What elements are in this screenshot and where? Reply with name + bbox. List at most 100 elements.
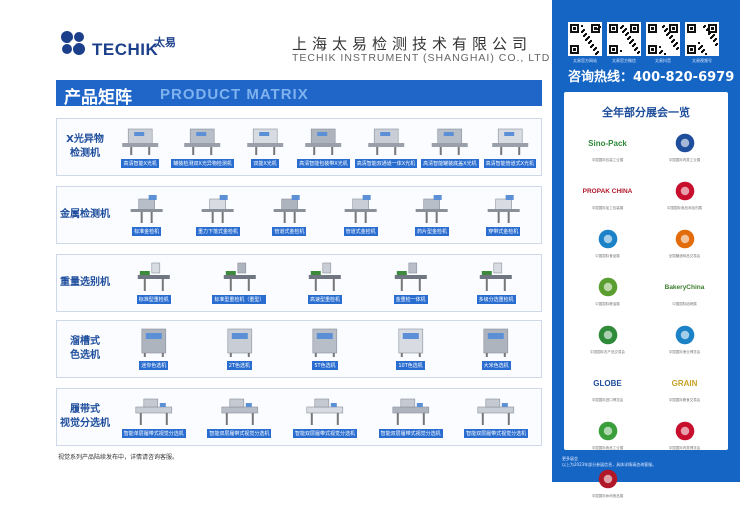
machine-item: 罐装检测双X光异物检测机 xyxy=(171,123,234,173)
qr-caption: 太易官方微信 xyxy=(612,58,636,63)
machine-caption: 穿带式金检机 xyxy=(486,227,521,236)
category-label: 重量选别机 xyxy=(60,277,110,288)
machine-image xyxy=(455,259,537,293)
category-row: 重量选别机 标准型重检机 标准型重检机（重型） 高速型重检机 金重检一体 xyxy=(56,254,542,312)
machine-caption: 多级分选重检机 xyxy=(476,295,516,304)
machine-item: 管道式金检机 xyxy=(256,191,323,241)
machine-caption: 智能双层履带式视觉分选机 xyxy=(464,429,529,438)
exhibition-caption: 中国国际包装工业展 xyxy=(591,158,624,162)
machine-image xyxy=(483,123,537,157)
machine-image xyxy=(370,393,452,427)
qr-caption: 太易官方网站 xyxy=(573,58,597,63)
exhibition-caption: 中国国际食品展 xyxy=(595,254,620,258)
brand-en: TECHIK xyxy=(92,40,159,59)
exhibition-logo-mark: GRAIN xyxy=(671,378,698,388)
machine-caption: 管道式金检机 xyxy=(272,227,307,236)
qr-code-icon xyxy=(685,22,719,56)
exhibition-caption: 中国国际肉类博览会 xyxy=(668,446,701,450)
machine-item: 重力下落式金检机 xyxy=(184,191,251,241)
section-banner: 产品矩阵 PRODUCT MATRIX xyxy=(56,80,542,108)
machine-item: 双能X光机 xyxy=(238,123,292,173)
machine-image xyxy=(370,259,452,293)
machine-item: 标准型重检机（重型） xyxy=(199,259,281,309)
footnote: 视觉系列产品陆续发布中，详情请咨询客服。 xyxy=(58,454,179,461)
machine-item: 标准金检机 xyxy=(113,191,180,241)
machine-item: 穿带式金检机 xyxy=(470,191,537,241)
exhibition-caption: 中国国际进口博览会 xyxy=(591,398,624,402)
exhibition-logo: 中国国际农产品交易会 xyxy=(574,322,641,364)
machine-image xyxy=(455,325,537,359)
machine-image xyxy=(256,191,323,225)
category-row: X光异物 检测机 高清智能X光机 罐装检测双X光异物检测机 双能X光机 xyxy=(56,118,542,176)
exhibition-logo-mark xyxy=(597,226,619,252)
machine-caption: 标准金检机 xyxy=(132,227,162,236)
exhibition-caption: 中国国际休闲食品展 xyxy=(591,494,624,498)
exhibition-logo-mark xyxy=(597,418,619,444)
exhibition-caption: 中国国际肉类工业展 xyxy=(668,158,701,162)
machine-item: 智能双层履带式视觉分选机 xyxy=(199,393,281,443)
exhibition-logo-mark xyxy=(674,418,696,444)
category-label: 溜槽式 色选机 xyxy=(70,336,100,361)
machine-caption: 迷你色选机 xyxy=(139,361,169,370)
exhibition-logo: 中国国际粮油展 xyxy=(574,274,641,316)
exhibition-logo-mark xyxy=(674,178,696,204)
machine-image xyxy=(113,325,195,359)
machine-image xyxy=(199,325,281,359)
machine-list: 高清智能X光机 罐装检测双X光异物检测机 双能X光机 高清智能包装带X光机 xyxy=(113,123,537,173)
machine-item: 管道式金检机 xyxy=(327,191,394,241)
hotline: 咨询热线：400-820-6979 xyxy=(568,70,735,85)
machine-image xyxy=(184,191,251,225)
machine-image xyxy=(113,259,195,293)
machine-image xyxy=(455,393,537,427)
brand-cn: 太易 xyxy=(154,36,176,49)
machine-caption: 5T色选机 xyxy=(312,361,338,370)
qr-code-row: 太易官方网站 太易官方微信 太易抖音 太易视频号 xyxy=(568,22,719,64)
qr-code-icon xyxy=(646,22,680,56)
machine-image xyxy=(238,123,292,157)
machine-item: 高清智能双通道一体X光机 xyxy=(354,123,418,173)
machine-caption: 高清智能双通道一体X光机 xyxy=(354,159,418,168)
machine-caption: 金重检一体机 xyxy=(393,295,428,304)
machine-caption: 高清智能罐装底盖X光机 xyxy=(421,159,479,168)
machine-image xyxy=(284,259,366,293)
product-matrix-page: 太易 TECHIK 上海太易检测技术有限公司 TECHIK INSTRUMENT… xyxy=(56,0,740,498)
machine-item: 智能单层履带式视觉分选机 xyxy=(113,393,195,443)
exhibition-logo: 全国糖酒商品交易会 xyxy=(651,226,718,268)
exhibition-caption: 中国国际焙烤展 xyxy=(672,302,697,306)
machine-item: 智能双层履带式视觉分选机 xyxy=(284,393,366,443)
exhibition-logo-mark: PROPAK CHINA xyxy=(582,187,633,195)
machine-item: 高清智能罐装底盖X光机 xyxy=(421,123,479,173)
panel-note: 更多展会 以上为2023年部分参展信息，具体详情请咨询客服。 xyxy=(562,456,657,467)
machine-image xyxy=(355,123,417,157)
machine-caption: 高清智能包装带X光机 xyxy=(297,159,350,168)
qr-code-icon xyxy=(568,22,602,56)
machine-list: 迷你色选机 2T色选机 5T色选机 10T色选机 大米色选机 xyxy=(113,325,537,375)
machine-list: 标准型重检机 标准型重检机（重型） 高速型重检机 金重检一体机 多级分选 xyxy=(113,259,537,309)
category-row: 履带式 视觉分选机 智能单层履带式视觉分选机 智能双层履带式视觉分选机 智能双层… xyxy=(56,388,542,446)
machine-caption: 智能双层履带式视觉分选机 xyxy=(207,429,272,438)
machine-caption: 2T色选机 xyxy=(226,361,253,370)
machine-image xyxy=(113,393,195,427)
machine-caption: 智能双层履带式视觉分选机 xyxy=(378,429,443,438)
qr-code-icon xyxy=(607,22,641,56)
machine-item: 10T色选机 xyxy=(370,325,452,375)
machine-item: 高速型重检机 xyxy=(284,259,366,309)
exhibition-logo: 中国国际食品工业展 xyxy=(574,418,641,460)
category-label: X光异物 检测机 xyxy=(66,134,104,159)
exhibition-caption: 中国国际粮食交易会 xyxy=(668,398,701,402)
exhibition-caption: 中国国际加工包装展 xyxy=(591,206,624,210)
machine-caption: 智能双层履带式视觉分选机 xyxy=(292,429,357,438)
exhibition-logo: 中国国际肉类工业展 xyxy=(651,130,718,172)
qr-caption: 太易抖音 xyxy=(655,58,671,63)
machine-caption: 标准型重检机 xyxy=(136,295,171,304)
exhibition-logo-mark xyxy=(597,274,619,300)
techik-logo: 太易 TECHIK xyxy=(58,28,198,62)
machine-caption: 大米色选机 xyxy=(481,361,511,370)
qr-code-item: 太易视频号 xyxy=(685,22,719,64)
machine-list: 智能单层履带式视觉分选机 智能双层履带式视觉分选机 智能双层履带式视觉分选机 智… xyxy=(113,393,537,443)
exhibition-logo-mark xyxy=(674,322,696,348)
machine-image xyxy=(370,325,452,359)
